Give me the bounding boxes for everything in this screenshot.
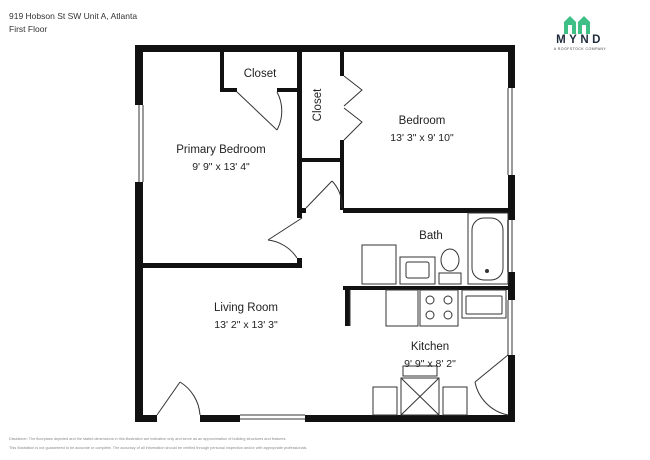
property-address: 919 Hobson St SW Unit A, Atlanta — [9, 11, 138, 21]
bathtub — [467, 212, 509, 285]
toilet-bowl — [440, 248, 460, 272]
tub-drain — [485, 269, 489, 273]
mynd-logo — [549, 8, 611, 52]
disclaimer-line-1: Disclaimer: The floorplans depicted and … — [9, 437, 287, 441]
bath-vanity — [399, 256, 436, 285]
room-name-living-room: Living Room — [214, 302, 278, 314]
bath-fixtures — [361, 212, 509, 285]
room-name-closet-right: Closet — [312, 88, 324, 121]
room-dims-bedroom: 13' 3" x 9' 10" — [390, 132, 454, 144]
bath-sink — [405, 261, 430, 279]
room-dims-living-room: 13' 2" x 13' 3" — [214, 319, 278, 331]
room-dims-kitchen: 9' 9" x 8' 2" — [404, 358, 456, 370]
room-name-primary-bedroom: Primary Bedroom — [176, 144, 265, 156]
room-name-bedroom: Bedroom — [399, 115, 446, 127]
kitchen-sink — [461, 289, 507, 319]
room-name-closet-left: Closet — [244, 68, 277, 80]
room-dims-primary-bedroom: 9' 9" x 13' 4" — [192, 161, 250, 173]
chair-left — [372, 386, 398, 416]
kitchen-fixtures — [349, 289, 507, 416]
chair-right — [442, 386, 468, 416]
room-name-kitchen: Kitchen — [411, 341, 449, 353]
disclaimer-line-2: This illustration is not guaranteed to b… — [9, 446, 308, 450]
exterior-walls — [135, 45, 515, 422]
doors — [156, 75, 509, 416]
bath-cabinet — [361, 244, 397, 285]
fridge — [385, 289, 419, 327]
toilet-tank — [438, 272, 462, 285]
kitchen-table — [400, 377, 440, 416]
floor-label: First Floor — [9, 24, 48, 34]
chair-top — [402, 365, 438, 377]
windows — [138, 88, 513, 420]
bathtub-basin — [471, 217, 504, 281]
room-name-bath: Bath — [419, 230, 443, 242]
range — [419, 289, 459, 327]
brand-name: MYND — [556, 34, 604, 46]
brand-tagline: A ROOFSTOCK COMPANY — [553, 47, 607, 51]
interior-walls — [143, 52, 508, 326]
